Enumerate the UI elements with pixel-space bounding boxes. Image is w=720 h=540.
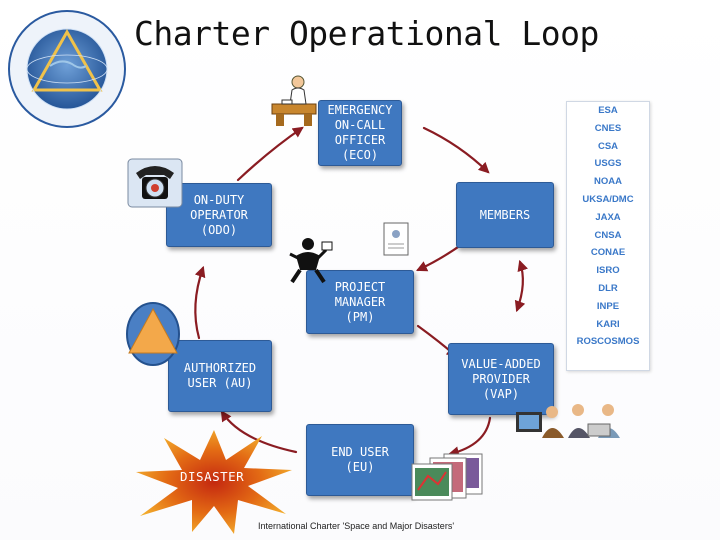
providers-people-icon bbox=[516, 404, 620, 438]
node-odo: ON-DUTY OPERATOR (ODO) bbox=[166, 183, 272, 247]
member-agency: KARI bbox=[596, 318, 620, 330]
member-agency: NOAA bbox=[594, 176, 622, 188]
charter-logo bbox=[8, 10, 126, 128]
member-agency: UKSA/DMC bbox=[582, 193, 634, 205]
page-title: Charter Operational Loop bbox=[134, 14, 599, 53]
officer-desk-icon bbox=[271, 75, 317, 126]
member-agency: ROSCOSMOS bbox=[576, 336, 640, 348]
telephone-icon bbox=[127, 158, 183, 208]
arrow-vap-to-members bbox=[514, 259, 528, 313]
member-agency: ISRO bbox=[596, 265, 620, 277]
member-agency: JAXA bbox=[595, 211, 621, 223]
node-members: MEMBERS bbox=[456, 182, 554, 248]
disaster-burst-icon bbox=[136, 430, 292, 534]
arrow-odo-to-eco bbox=[236, 126, 304, 182]
member-agency: CNSA bbox=[594, 229, 622, 241]
member-agency: CONAE bbox=[590, 247, 626, 259]
node-eco: EMERGENCY ON-CALL OFFICER (ECO) bbox=[318, 100, 402, 166]
manager-figure-icon bbox=[289, 238, 333, 284]
member-agency: CNES bbox=[594, 122, 622, 134]
member-agency: ESA bbox=[598, 105, 618, 116]
node-pm: PROJECT MANAGER (PM) bbox=[306, 270, 414, 334]
member-agency: USGS bbox=[594, 158, 622, 170]
map-products-icon bbox=[411, 453, 483, 501]
member-agency: INPE bbox=[596, 300, 620, 312]
node-eu: END USER (EU) bbox=[306, 424, 414, 496]
member-agency: CSA bbox=[597, 140, 619, 152]
disaster-label: DISASTER bbox=[180, 469, 245, 484]
node-vap: VALUE-ADDED PROVIDER (VAP) bbox=[448, 343, 554, 415]
civil-protection-icon bbox=[126, 302, 180, 366]
arrow-eco-to-members bbox=[422, 126, 490, 174]
footer-caption: International Charter 'Space and Major D… bbox=[258, 521, 455, 531]
arrow-eu-to-au bbox=[220, 410, 298, 454]
arrow-au-to-odo bbox=[194, 265, 206, 340]
member-agency: DLR bbox=[598, 282, 618, 294]
document-icon bbox=[383, 222, 409, 256]
members-list: ESA CNES CSA USGS NOAA UKSA/DMC JAXA CNSA CONAE I… bbox=[566, 101, 650, 371]
node-au: AUTHORIZED USER (AU) bbox=[168, 340, 272, 412]
arrow-vap-to-eu bbox=[447, 416, 492, 458]
